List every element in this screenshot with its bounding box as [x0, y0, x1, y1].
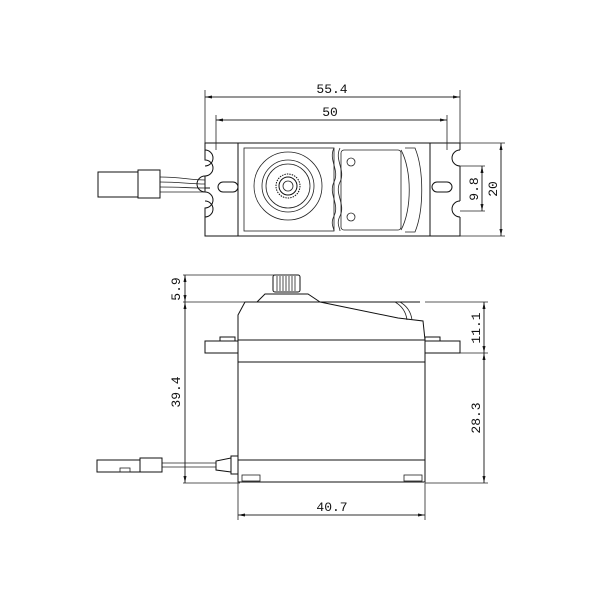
side-view: 5.9 39.4 11.1 28.3 40.7: [96, 274, 488, 520]
top-mounting-plate: [196, 142, 461, 237]
dim-spline-height: 5.9: [169, 277, 184, 300]
side-dimensions: 5.9 39.4 11.1 28.3 40.7: [169, 274, 488, 520]
top-dimensions: 55.4 50 9.8 20: [204, 82, 505, 237]
side-body: [204, 274, 461, 483]
top-cable-connector: [97, 169, 206, 199]
dim-overall-width: 55.4: [316, 82, 347, 97]
top-view: 55.4 50 9.8 20: [97, 82, 505, 237]
dim-total-height: 39.4: [169, 376, 184, 407]
dim-flange-to-bottom: 28.3: [469, 402, 484, 433]
dim-mount-spacing: 50: [322, 105, 338, 120]
dim-body-width: 40.7: [316, 500, 347, 515]
dim-slot-spacing: 9.8: [467, 177, 482, 200]
dim-top-to-flange: 11.1: [469, 312, 484, 343]
top-body: [237, 142, 431, 237]
dim-body-depth: 20: [486, 181, 501, 197]
side-cable-connector: [96, 457, 216, 473]
